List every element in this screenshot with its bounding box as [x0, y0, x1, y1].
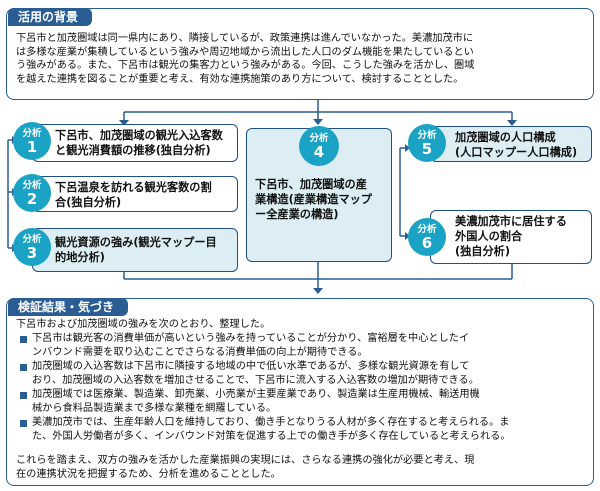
analysis-badge-number: 1 — [26, 137, 38, 156]
analysis-badge-number: 3 — [26, 243, 38, 262]
results-intro: 下呂市および加茂圏域の強みを次のとおり、整理した。 — [16, 319, 271, 330]
background-line: を越えた連携を図ることが重要と考え、有効な連携施策のあり方について、検討すること… — [16, 73, 464, 85]
results-title: 検証結果・気づき — [8, 298, 129, 316]
bullet-line: 加茂圏域では医療業、製造業、卸売業、小売業が主要産業であり、製造業は生産用機械、… — [32, 389, 480, 400]
bullet-line: 下呂市は観光客の消費単価が高いという強みを持っていることが分かり、富裕層を中心と… — [32, 333, 470, 344]
analysis-badge-label: 分析 — [417, 129, 437, 141]
background-section — [6, 8, 594, 100]
analysis-6-line: 外国人の割合 — [455, 230, 523, 243]
conclusion-line: これらを踏まえ、双方の強みを活かした産業振興の実現には、さらなる連携の強化が必要… — [16, 455, 475, 466]
analysis-2-line: 合(独自分析) — [55, 196, 122, 209]
analysis-4-line: 下呂市、加茂圏域の産 — [255, 178, 367, 191]
analysis-5-line: (人口マップー人口構成) — [455, 146, 578, 159]
analysis-1-line: と観光消費額の推移(独自分析) — [55, 144, 211, 157]
analysis-1-text: 下呂市、加茂圏域の観光入込客数 と観光消費額の推移(独自分析) — [55, 128, 237, 158]
analysis-1-badge: 分析 1 — [13, 122, 51, 160]
analysis-5-badge: 分析 5 — [408, 124, 446, 162]
analysis-3-line: 観光資源の強み(観光マップー目 — [55, 236, 217, 249]
analysis-badge-label: 分析 — [309, 132, 329, 144]
analysis-6-line: 美濃加茂市に居住する — [455, 215, 567, 228]
analysis-3-line: 的地分析) — [55, 251, 105, 264]
analysis-2-box: 下呂温泉を訪れる観光客数の割 合(独自分析) — [32, 176, 238, 212]
bullet-marker — [20, 392, 27, 399]
bullet-line: おり、加茂圏域の入込客数を増加させることで、下呂市に流入する入込客数の増加が期待… — [32, 374, 479, 386]
analysis-badge-number: 6 — [421, 233, 433, 252]
background-line: 下呂市と加茂圏域は同一県内にあり、隣接しているが、政策連携は進んでいなかった。美… — [16, 33, 474, 44]
conclusion-line: 在の連携状況を把握するため、分析を進めることとした。 — [16, 468, 281, 480]
analysis-3-text: 観光資源の強み(観光マップー目 的地分析) — [55, 235, 237, 265]
results-bullet-2: 加茂圏域の入込客数は下呂市に隣接する地域の中で低い水準であるが、多様な観光資源を… — [32, 360, 594, 387]
bullet-marker — [20, 336, 27, 343]
analysis-badge-number: 5 — [421, 139, 433, 158]
analysis-badge-label: 分析 — [22, 179, 42, 191]
analysis-badge-label: 分析 — [417, 223, 437, 235]
results-bullet-4: 美濃加茂市では、生産年齢人口を維持しており、働き手となりうる人材が多く存在すると… — [32, 416, 594, 443]
analysis-2-text: 下呂温泉を訪れる観光客数の割 合(独自分析) — [55, 180, 237, 210]
analysis-badge-number: 2 — [26, 189, 38, 208]
bullet-line: 加茂圏域の入込客数は下呂市に隣接する地域の中で低い水準であるが、多様な観光資源を… — [32, 361, 470, 372]
results-conclusion: これらを踏まえ、双方の強みを活かした産業振興の実現には、さらなる連携の強化が必要… — [16, 454, 592, 481]
analysis-1-line: 下呂市、加茂圏域の観光入込客数 — [55, 129, 223, 142]
analysis-4-line: 業構造(産業構造マップ — [255, 193, 372, 206]
bullet-marker — [20, 364, 27, 371]
analysis-6-line: (独自分析) — [455, 245, 510, 258]
analysis-4-line: ー全産業の構造) — [255, 208, 339, 221]
analysis-badge-label: 分析 — [22, 127, 42, 139]
analysis-6-badge: 分析 6 — [408, 218, 446, 256]
analysis-4-text: 下呂市、加茂圏域の産 業構造(産業構造マップ ー全産業の構造) — [255, 177, 391, 222]
bullet-line: 美濃加茂市では、生産年齢人口を維持しており、働き手となりうる人材が多く存在すると… — [32, 417, 510, 428]
analysis-3-badge: 分析 3 — [13, 228, 51, 266]
analysis-badge-label: 分析 — [22, 233, 42, 245]
background-text: 下呂市と加茂圏域は同一県内にあり、隣接しているが、政策連携は進んでいなかった。美… — [16, 32, 592, 86]
bullet-line: た、外国人労働者が多く、インバウンド対策を促進する上での働き手が多く存在している… — [32, 430, 511, 442]
analysis-5-text: 加茂圏域の人口構成 (人口マップー人口構成) — [455, 130, 591, 160]
results-bullet-3: 加茂圏域では医療業、製造業、卸売業、小売業が主要産業であり、製造業は生産用機械、… — [32, 388, 594, 415]
background-line: は多様な産業が集積しているという強みや周辺地域から流出した人口のダム機能を果たし… — [16, 46, 474, 58]
background-line: う強みがある。また、下呂市は観光の集客力という強みがある。今回、こうした強みを活… — [16, 60, 475, 72]
analysis-4-badge: 分析 4 — [299, 126, 339, 166]
analysis-3-box: 観光資源の強み(観光マップー目 的地分析) — [32, 228, 238, 272]
analysis-6-text: 美濃加茂市に居住する 外国人の割合 (独自分析) — [455, 214, 591, 259]
results-section — [6, 298, 594, 486]
analysis-5-box: 加茂圏域の人口構成 (人口マップー人口構成) — [430, 126, 592, 162]
analysis-1-box: 下呂市、加茂圏域の観光入込客数 と観光消費額の推移(独自分析) — [32, 124, 238, 162]
background-title: 活用の背景 — [8, 8, 93, 26]
analysis-6-box: 美濃加茂市に居住する 外国人の割合 (独自分析) — [430, 210, 592, 264]
analysis-5-line: 加茂圏域の人口構成 — [455, 131, 556, 144]
bullet-line: ンバウンド需要を取り込むことでさらなる消費単価の向上が期待できる。 — [32, 346, 368, 358]
analysis-2-badge: 分析 2 — [13, 174, 51, 212]
analysis-badge-number: 4 — [313, 142, 325, 161]
bullet-marker — [20, 420, 27, 427]
results-bullet-1: 下呂市は観光客の消費単価が高いという強みを持っていることが分かり、富裕層を中心と… — [32, 332, 594, 359]
bullet-line: 械から食料品製造業まで多様な業種を網羅している。 — [32, 402, 277, 414]
analysis-2-line: 下呂温泉を訪れる観光客数の割 — [55, 181, 212, 194]
